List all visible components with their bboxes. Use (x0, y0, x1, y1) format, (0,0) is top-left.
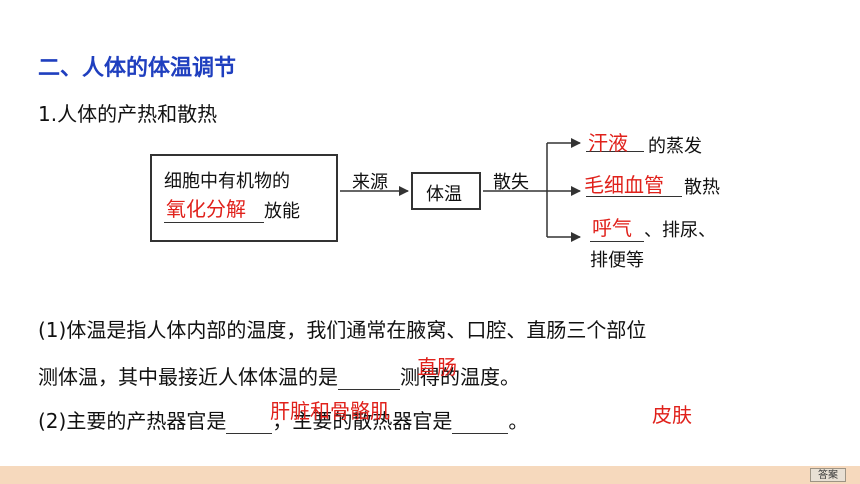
q1-prefix: 测体温，其中最接近人体体温的是 (38, 365, 338, 389)
temperature-box (411, 172, 481, 210)
out2-suffix: 散热 (684, 177, 720, 198)
q2-blank2 (452, 413, 509, 434)
out3-blank (590, 241, 644, 242)
out3-answer: 呼气 (592, 216, 632, 240)
out1-answer: 汗液 (588, 131, 628, 155)
arrow2-label: 散失 (493, 172, 529, 193)
out1-suffix: 的蒸发 (648, 136, 702, 157)
q1-answer: 直肠 (417, 355, 457, 379)
out3-line2: 排便等 (590, 250, 644, 271)
source-answer: 氧化分解 (166, 197, 246, 221)
source-box (150, 154, 338, 242)
out2-blank (586, 196, 682, 197)
out2-answer: 毛细血管 (584, 173, 664, 197)
q2-prefix: (2)主要的产热器官是 (38, 409, 227, 433)
q2-line: (2)主要的产热器官是 ，主要的散热器官是 。 (38, 405, 528, 434)
out1-blank (586, 151, 644, 152)
q1-suffix: 测得的温度。 (400, 365, 520, 389)
out3-suffix: 、排尿、 (644, 220, 716, 241)
q2-blank1 (226, 413, 273, 434)
sub-heading: 1.人体的产热和散热 (38, 102, 218, 126)
q2-answer1: 肝脏和骨骼肌 (270, 399, 390, 423)
q1-blank (338, 369, 400, 390)
q2-answer2: 皮肤 (652, 403, 692, 427)
source-suffix: 放能 (264, 201, 300, 222)
arrow1-label: 来源 (352, 172, 388, 193)
answer-button[interactable]: 答案 (810, 468, 846, 482)
footer-bar (0, 466, 860, 484)
q2-suffix: 。 (508, 409, 529, 433)
source-blank (164, 200, 264, 223)
section-heading: 二、人体的体温调节 (38, 56, 237, 81)
source-line2: 放能 (164, 197, 300, 223)
q2-middle: ，主要的散热器官是 (272, 409, 453, 433)
temperature-label: 体温 (426, 184, 462, 205)
q1-line2: 测体温，其中最接近人体体温的是 测得的温度。 (38, 361, 520, 390)
q1-line1: (1)体温是指人体内部的温度，我们通常在腋窝、口腔、直肠三个部位 (38, 318, 647, 342)
source-line1: 细胞中有机物的 (164, 171, 290, 192)
